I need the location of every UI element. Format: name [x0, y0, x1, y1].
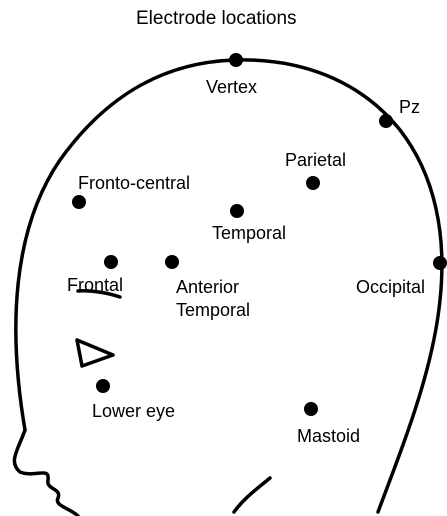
electrode-fronto-central [72, 195, 86, 209]
electrode-frontal [104, 255, 118, 269]
electrode-lower-eye [96, 379, 110, 393]
label-lower-eye: Lower eye [92, 401, 175, 422]
electrode-occipital [433, 256, 447, 270]
label-fronto-central: Fronto-central [78, 173, 190, 194]
label-vertex: Vertex [206, 77, 257, 98]
label-anterior-temporal-line2: Temporal [176, 300, 250, 321]
electrode-parietal [306, 176, 320, 190]
label-frontal: Frontal [67, 275, 123, 296]
label-temporal: Temporal [212, 223, 286, 244]
electrode-anterior-temporal [165, 255, 179, 269]
label-occipital: Occipital [356, 277, 425, 298]
diagram-title: Electrode locations [136, 8, 297, 29]
electrode-vertex [229, 53, 243, 67]
electrode-temporal [230, 204, 244, 218]
electrode-mastoid [304, 402, 318, 416]
label-anterior-temporal-line1: Anterior [176, 277, 239, 298]
electrode-pz [379, 114, 393, 128]
label-pz: Pz [399, 97, 420, 118]
ear-curve [234, 478, 270, 512]
label-mastoid: Mastoid [297, 426, 360, 447]
label-parietal: Parietal [285, 150, 346, 171]
face-profile [14, 430, 78, 516]
eye [77, 340, 113, 366]
